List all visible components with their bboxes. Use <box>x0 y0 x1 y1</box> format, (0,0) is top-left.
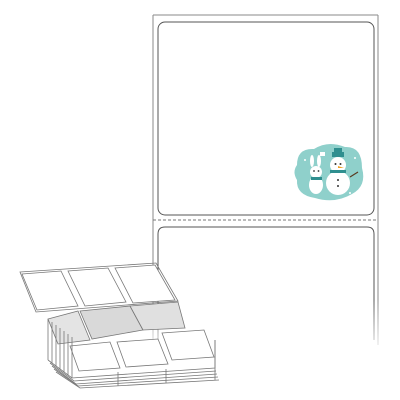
fanfold-stack <box>19 262 220 389</box>
sample-artwork <box>294 143 364 201</box>
label-lower <box>157 226 375 340</box>
